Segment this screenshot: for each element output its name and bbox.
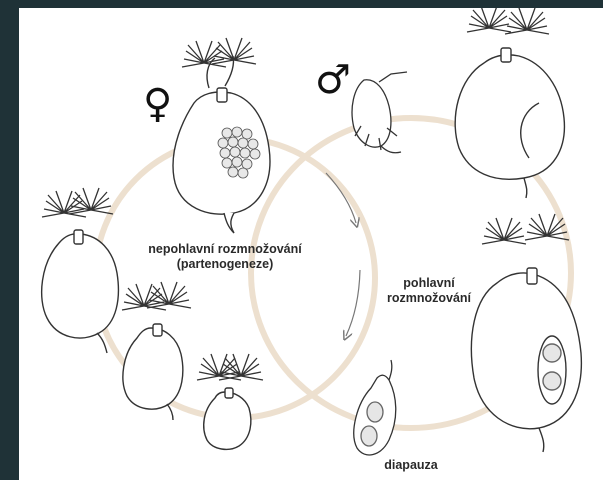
diagram-drawing bbox=[19, 8, 603, 480]
life-cycle-diagram: ♀ ♂ nepohlavní rozmnožování (partenogene… bbox=[19, 8, 603, 480]
daphnia-top-right bbox=[455, 8, 564, 198]
asexual-reproduction-label: nepohlavní rozmnožování (partenogeneze) bbox=[141, 242, 309, 272]
daphnia-bottom bbox=[197, 354, 263, 449]
sexual-label-line2: rozmnožování bbox=[379, 291, 479, 306]
female-symbol: ♀ bbox=[143, 84, 172, 124]
male-symbol: ♂ bbox=[315, 60, 351, 100]
asexual-label-line2: (partenogeneze) bbox=[141, 257, 309, 272]
asexual-label-line1: nepohlavní rozmnožování bbox=[141, 242, 309, 257]
female-daphnia-with-eggs bbox=[173, 38, 270, 233]
ephippium-resting-egg bbox=[354, 360, 396, 455]
sexual-label-line1: pohlavní bbox=[379, 276, 479, 291]
window-frame-left bbox=[0, 0, 19, 480]
sexual-female-with-resting-eggs bbox=[471, 214, 581, 452]
window-frame-top bbox=[0, 0, 603, 8]
cycle-arrow-lower bbox=[346, 270, 360, 336]
diapause-label: diapauza bbox=[371, 458, 451, 473]
sexual-reproduction-label: pohlavní rozmnožování bbox=[379, 276, 479, 306]
daphnia-middle-left bbox=[122, 282, 191, 420]
male-daphnia bbox=[352, 72, 407, 153]
